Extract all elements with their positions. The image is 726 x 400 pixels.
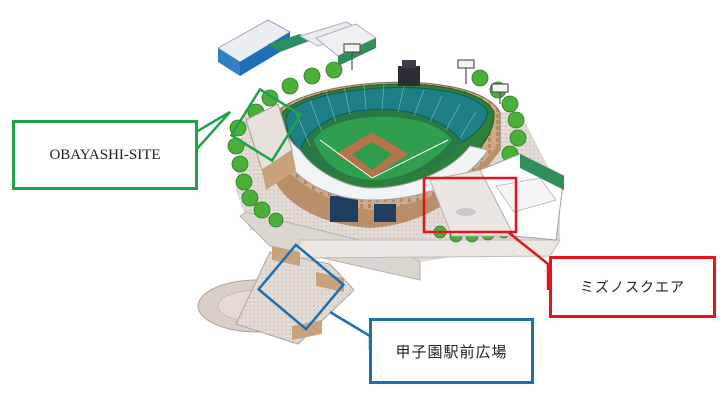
mizuno-square-building [429,153,565,241]
station-plaza-label: 甲子園駅前広場 [395,344,508,361]
left-side-building [245,103,296,190]
mizuno-callout-pointer [422,176,550,290]
obayashi-callout-pointer [195,87,303,163]
light-towers [343,43,509,104]
station-plaza-callout: 甲子園駅前広場 [369,318,534,384]
mizuno-square-label: ミズノスクエア [580,281,685,296]
mizuno-square-callout: ミズノスクエア [549,256,716,318]
scoreboard [398,60,420,86]
upper-left-building [217,19,312,76]
obayashi-site-callout: OBAYASHI-SITE [12,120,198,190]
upper-walkway [298,21,377,66]
station-plaza [197,246,355,345]
obayashi-site-label: OBAYASHI-SITE [49,146,161,163]
baseball-field [314,116,452,180]
